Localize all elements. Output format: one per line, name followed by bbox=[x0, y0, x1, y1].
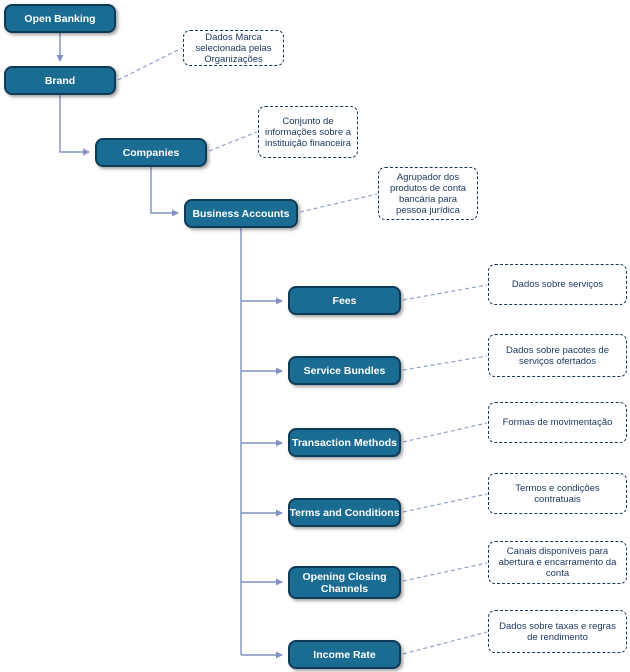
note-companies: Conjunto de informações sobre a institui… bbox=[258, 106, 358, 158]
node-service-bundles-label: Service Bundles bbox=[303, 364, 386, 377]
node-transaction-methods: Transaction Methods bbox=[288, 428, 401, 457]
link-transaction-methods-note bbox=[402, 422, 488, 443]
note-business-accounts-text: Agrupador dos produtos de conta bancária… bbox=[389, 171, 467, 216]
note-fees: Dados sobre serviços bbox=[488, 264, 627, 305]
node-open-banking: Open Banking bbox=[4, 4, 116, 33]
node-companies: Companies bbox=[95, 138, 207, 167]
edge-companies-business-accounts bbox=[150, 167, 179, 217]
note-income-rate-text: Dados sobre taxas e regras de rendimento bbox=[499, 620, 616, 643]
link-service-bundles-note bbox=[402, 355, 488, 371]
node-terms-and-conditions-label: Terms and Conditions bbox=[289, 506, 400, 519]
note-brand: Dados Marca selecionada pelas Organizaçõ… bbox=[183, 30, 284, 66]
node-opening-closing-channels-label: Opening Closing Channels bbox=[302, 570, 387, 595]
note-transaction-methods-text: Formas de movimentação bbox=[502, 417, 613, 428]
link-companies-note bbox=[208, 131, 258, 152]
node-companies-label: Companies bbox=[122, 146, 180, 159]
note-service-bundles-text: Dados sobre pacotes de serviços ofertado… bbox=[506, 344, 609, 367]
note-brand-text: Dados Marca selecionada pelas Organizaçõ… bbox=[195, 31, 272, 65]
note-income-rate: Dados sobre taxas e regras de rendimento bbox=[488, 610, 627, 653]
note-opening-closing-channels: Canais disponíveis para abertura e encar… bbox=[488, 541, 627, 584]
link-terms-and-conditions-note bbox=[402, 493, 488, 513]
node-fees-label: Fees bbox=[332, 294, 357, 307]
link-brand-note bbox=[117, 47, 183, 81]
node-open-banking-label: Open Banking bbox=[24, 12, 96, 25]
node-income-rate-label: Income Rate bbox=[313, 648, 376, 661]
note-service-bundles: Dados sobre pacotes de serviços ofertado… bbox=[488, 334, 627, 377]
note-fees-text: Dados sobre serviços bbox=[511, 279, 604, 290]
link-income-rate-note bbox=[402, 631, 488, 655]
link-business-accounts-note bbox=[299, 193, 378, 213]
node-opening-closing-channels: Opening Closing Channels bbox=[288, 566, 401, 599]
node-business-accounts: Business Accounts bbox=[184, 199, 298, 228]
node-brand: Brand bbox=[4, 66, 116, 95]
node-service-bundles: Service Bundles bbox=[288, 356, 401, 385]
note-opening-closing-channels-text: Canais disponíveis para abertura e encar… bbox=[498, 546, 617, 579]
edge-brand-companies bbox=[59, 95, 90, 156]
node-brand-label: Brand bbox=[44, 74, 76, 87]
link-opening-closing-channels-note bbox=[402, 562, 488, 582]
note-terms-and-conditions: Termos e condições contratuais bbox=[488, 473, 627, 514]
node-transaction-methods-label: Transaction Methods bbox=[291, 436, 397, 449]
note-terms-and-conditions-text: Termos e condições contratuais bbox=[515, 482, 600, 505]
note-companies-text: Conjunto de informações sobre a institui… bbox=[264, 115, 352, 149]
node-fees: Fees bbox=[288, 286, 401, 315]
node-income-rate: Income Rate bbox=[288, 640, 401, 669]
link-fees-note bbox=[402, 284, 488, 301]
node-business-accounts-label: Business Accounts bbox=[192, 207, 290, 220]
note-transaction-methods: Formas de movimentação bbox=[488, 402, 627, 443]
node-terms-and-conditions: Terms and Conditions bbox=[288, 498, 401, 527]
note-business-accounts: Agrupador dos produtos de conta bancária… bbox=[378, 167, 478, 220]
